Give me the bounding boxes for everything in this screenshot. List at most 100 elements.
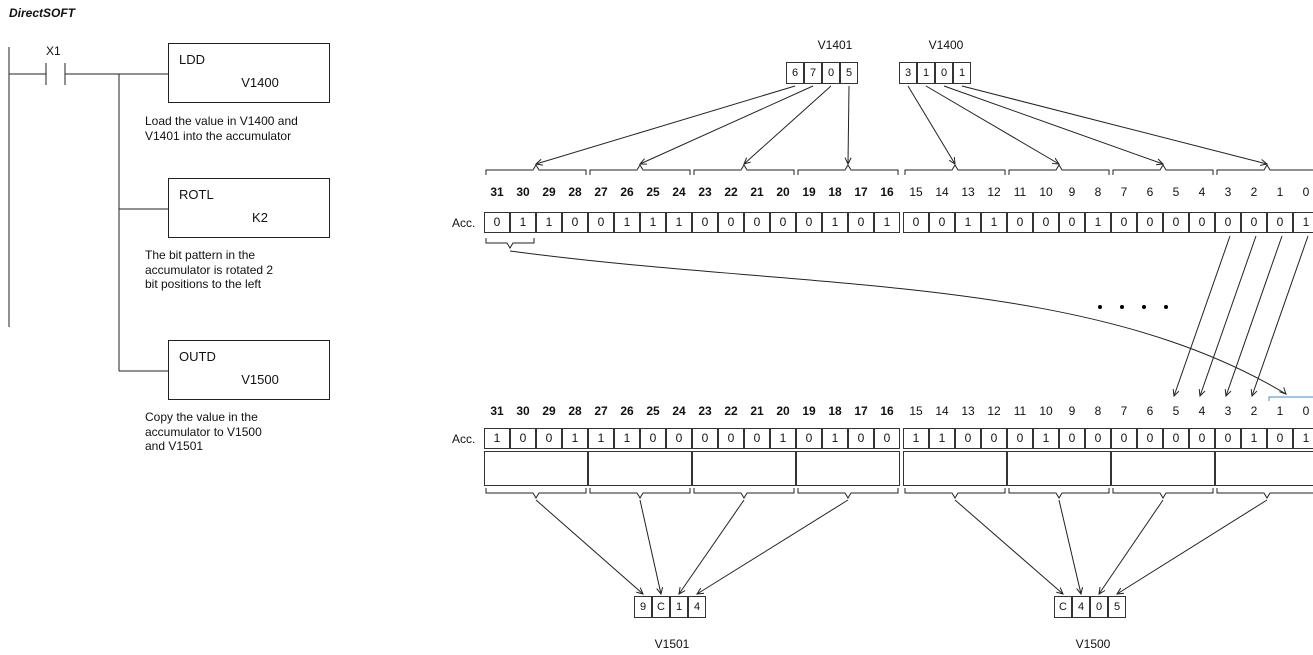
bit-number: 16 xyxy=(880,404,894,418)
acc-after-bit-cell: 0 xyxy=(640,428,666,449)
arrowhead xyxy=(1172,388,1180,398)
nibble-group-box xyxy=(692,451,796,486)
bit-number: 12 xyxy=(987,404,1001,418)
program-title: DirectSOFT xyxy=(9,6,76,20)
acc-after-bit-cell: 0 xyxy=(1007,428,1033,449)
contact-x1-label: X1 xyxy=(46,44,61,58)
v1400-label: V1400 xyxy=(928,38,964,52)
acc-before-bit-cell: 1 xyxy=(955,212,981,233)
bit-number: 4 xyxy=(1198,404,1206,418)
bit-number: 26 xyxy=(620,404,634,418)
v1401-digit: 6 xyxy=(786,62,804,84)
nibble-to-result-arrow xyxy=(678,499,745,595)
acc-after-bit-cell: 1 xyxy=(1293,428,1313,449)
bit-number: 15 xyxy=(909,185,923,199)
v1501-label: V1501 xyxy=(654,637,690,651)
acc-before-bit-cell: 0 xyxy=(588,212,614,233)
bit-number: 25 xyxy=(646,404,660,418)
bit-number: 20 xyxy=(776,404,790,418)
acc-after-bit-cell: 0 xyxy=(981,428,1007,449)
result-brace xyxy=(589,488,691,499)
v1501-digit: C xyxy=(652,596,670,618)
ldd-opcode: LDD xyxy=(179,52,206,67)
arrowhead xyxy=(948,156,956,165)
source-to-nibble-arrow xyxy=(639,85,814,165)
source-to-nibble-arrow xyxy=(535,85,796,165)
acc-before-bit-cell: 0 xyxy=(1241,212,1267,233)
v1500-label: V1500 xyxy=(1075,637,1111,651)
bit-number: 16 xyxy=(880,185,894,199)
result-brace xyxy=(1008,488,1110,499)
acc-after-bit-cell: 1 xyxy=(929,428,955,449)
bit-number: 21 xyxy=(750,185,764,199)
ldd-operand: V1400 xyxy=(241,75,279,90)
bit-number: 26 xyxy=(620,185,634,199)
bit-number: 18 xyxy=(828,404,842,418)
acc-after-bit-cell: 0 xyxy=(718,428,744,449)
acc-before-bit-cell: 0 xyxy=(796,212,822,233)
arrowhead xyxy=(696,587,705,595)
v1400-digit: 3 xyxy=(899,62,917,84)
acc-before-bit-cell: 1 xyxy=(666,212,692,233)
source-to-nibble-arrow xyxy=(961,85,1268,165)
acc-before-bit-cell: 1 xyxy=(874,212,900,233)
acc-after-bit-cell: 1 xyxy=(770,428,796,449)
nibble-group-box xyxy=(796,451,900,486)
bit-number: 30 xyxy=(516,404,530,418)
bit-number: 21 xyxy=(750,404,764,418)
acc-after-bit-cell: 1 xyxy=(588,428,614,449)
bit-number: 2 xyxy=(1250,404,1258,418)
bit-number: 27 xyxy=(594,185,608,199)
nibble-group-box xyxy=(1215,451,1313,486)
acc-before-bit-cell: 0 xyxy=(1189,212,1215,233)
nibble-group-box xyxy=(1007,451,1111,486)
acc-after-bit-cell: 0 xyxy=(1267,428,1293,449)
bit-number: 27 xyxy=(594,404,608,418)
acc-after-bit-cell: 1 xyxy=(484,428,510,449)
arrowhead xyxy=(1051,157,1060,165)
acc-after-bit-cell: 0 xyxy=(874,428,900,449)
acc-after-bit-cell: 0 xyxy=(1137,428,1163,449)
bit-number: 11 xyxy=(1013,404,1027,418)
arrowhead xyxy=(844,157,852,166)
bit-number: 19 xyxy=(802,404,816,418)
arrowhead xyxy=(1250,388,1258,398)
arrowhead xyxy=(1056,587,1064,595)
acc-before-bit-cell: 0 xyxy=(1163,212,1189,233)
bit-number: 8 xyxy=(1094,185,1102,199)
arrowhead xyxy=(1224,388,1232,398)
v1401-digit: 7 xyxy=(804,62,822,84)
rotate-bit-arrow xyxy=(1225,235,1283,397)
nibble-brace xyxy=(589,164,691,175)
acc-after-bit-cell: 1 xyxy=(562,428,588,449)
acc-after-bit-cell: 1 xyxy=(1241,428,1267,449)
bit-number: 24 xyxy=(672,404,686,418)
v1501-digit: 9 xyxy=(634,596,652,618)
wraparound-curve xyxy=(509,250,1287,395)
bit-number: 29 xyxy=(542,185,556,199)
nibble-brace xyxy=(693,164,795,175)
acc-before-bit-cell: 0 xyxy=(1007,212,1033,233)
arrowhead xyxy=(1098,587,1106,595)
ellipsis-dot xyxy=(1142,305,1146,309)
v1400-digit: 0 xyxy=(935,62,953,84)
bit-number: 14 xyxy=(935,404,949,418)
bit-number: 18 xyxy=(828,185,842,199)
arrowhead xyxy=(1116,587,1125,595)
bit-number: 13 xyxy=(961,185,975,199)
acc-after-bit-cell: 0 xyxy=(1189,428,1215,449)
bit-number: 23 xyxy=(698,404,712,418)
acc-before-bit-cell: 0 xyxy=(1059,212,1085,233)
arrowhead xyxy=(743,157,751,165)
nibble-to-result-arrow xyxy=(954,499,1064,595)
acc-after-bit-cell: 0 xyxy=(692,428,718,449)
acc-before-bit-cell: 1 xyxy=(1293,212,1313,233)
ellipsis-dot xyxy=(1120,305,1124,309)
acc-label-before: Acc. xyxy=(452,216,476,230)
rotate-bit-arrow xyxy=(1173,235,1231,397)
bit-number: 25 xyxy=(646,185,660,199)
source-to-nibble-arrow xyxy=(925,85,1060,165)
bit-number: 7 xyxy=(1120,404,1128,418)
v1500-digit: C xyxy=(1054,596,1072,618)
acc-before-bit-cell: 0 xyxy=(1267,212,1293,233)
